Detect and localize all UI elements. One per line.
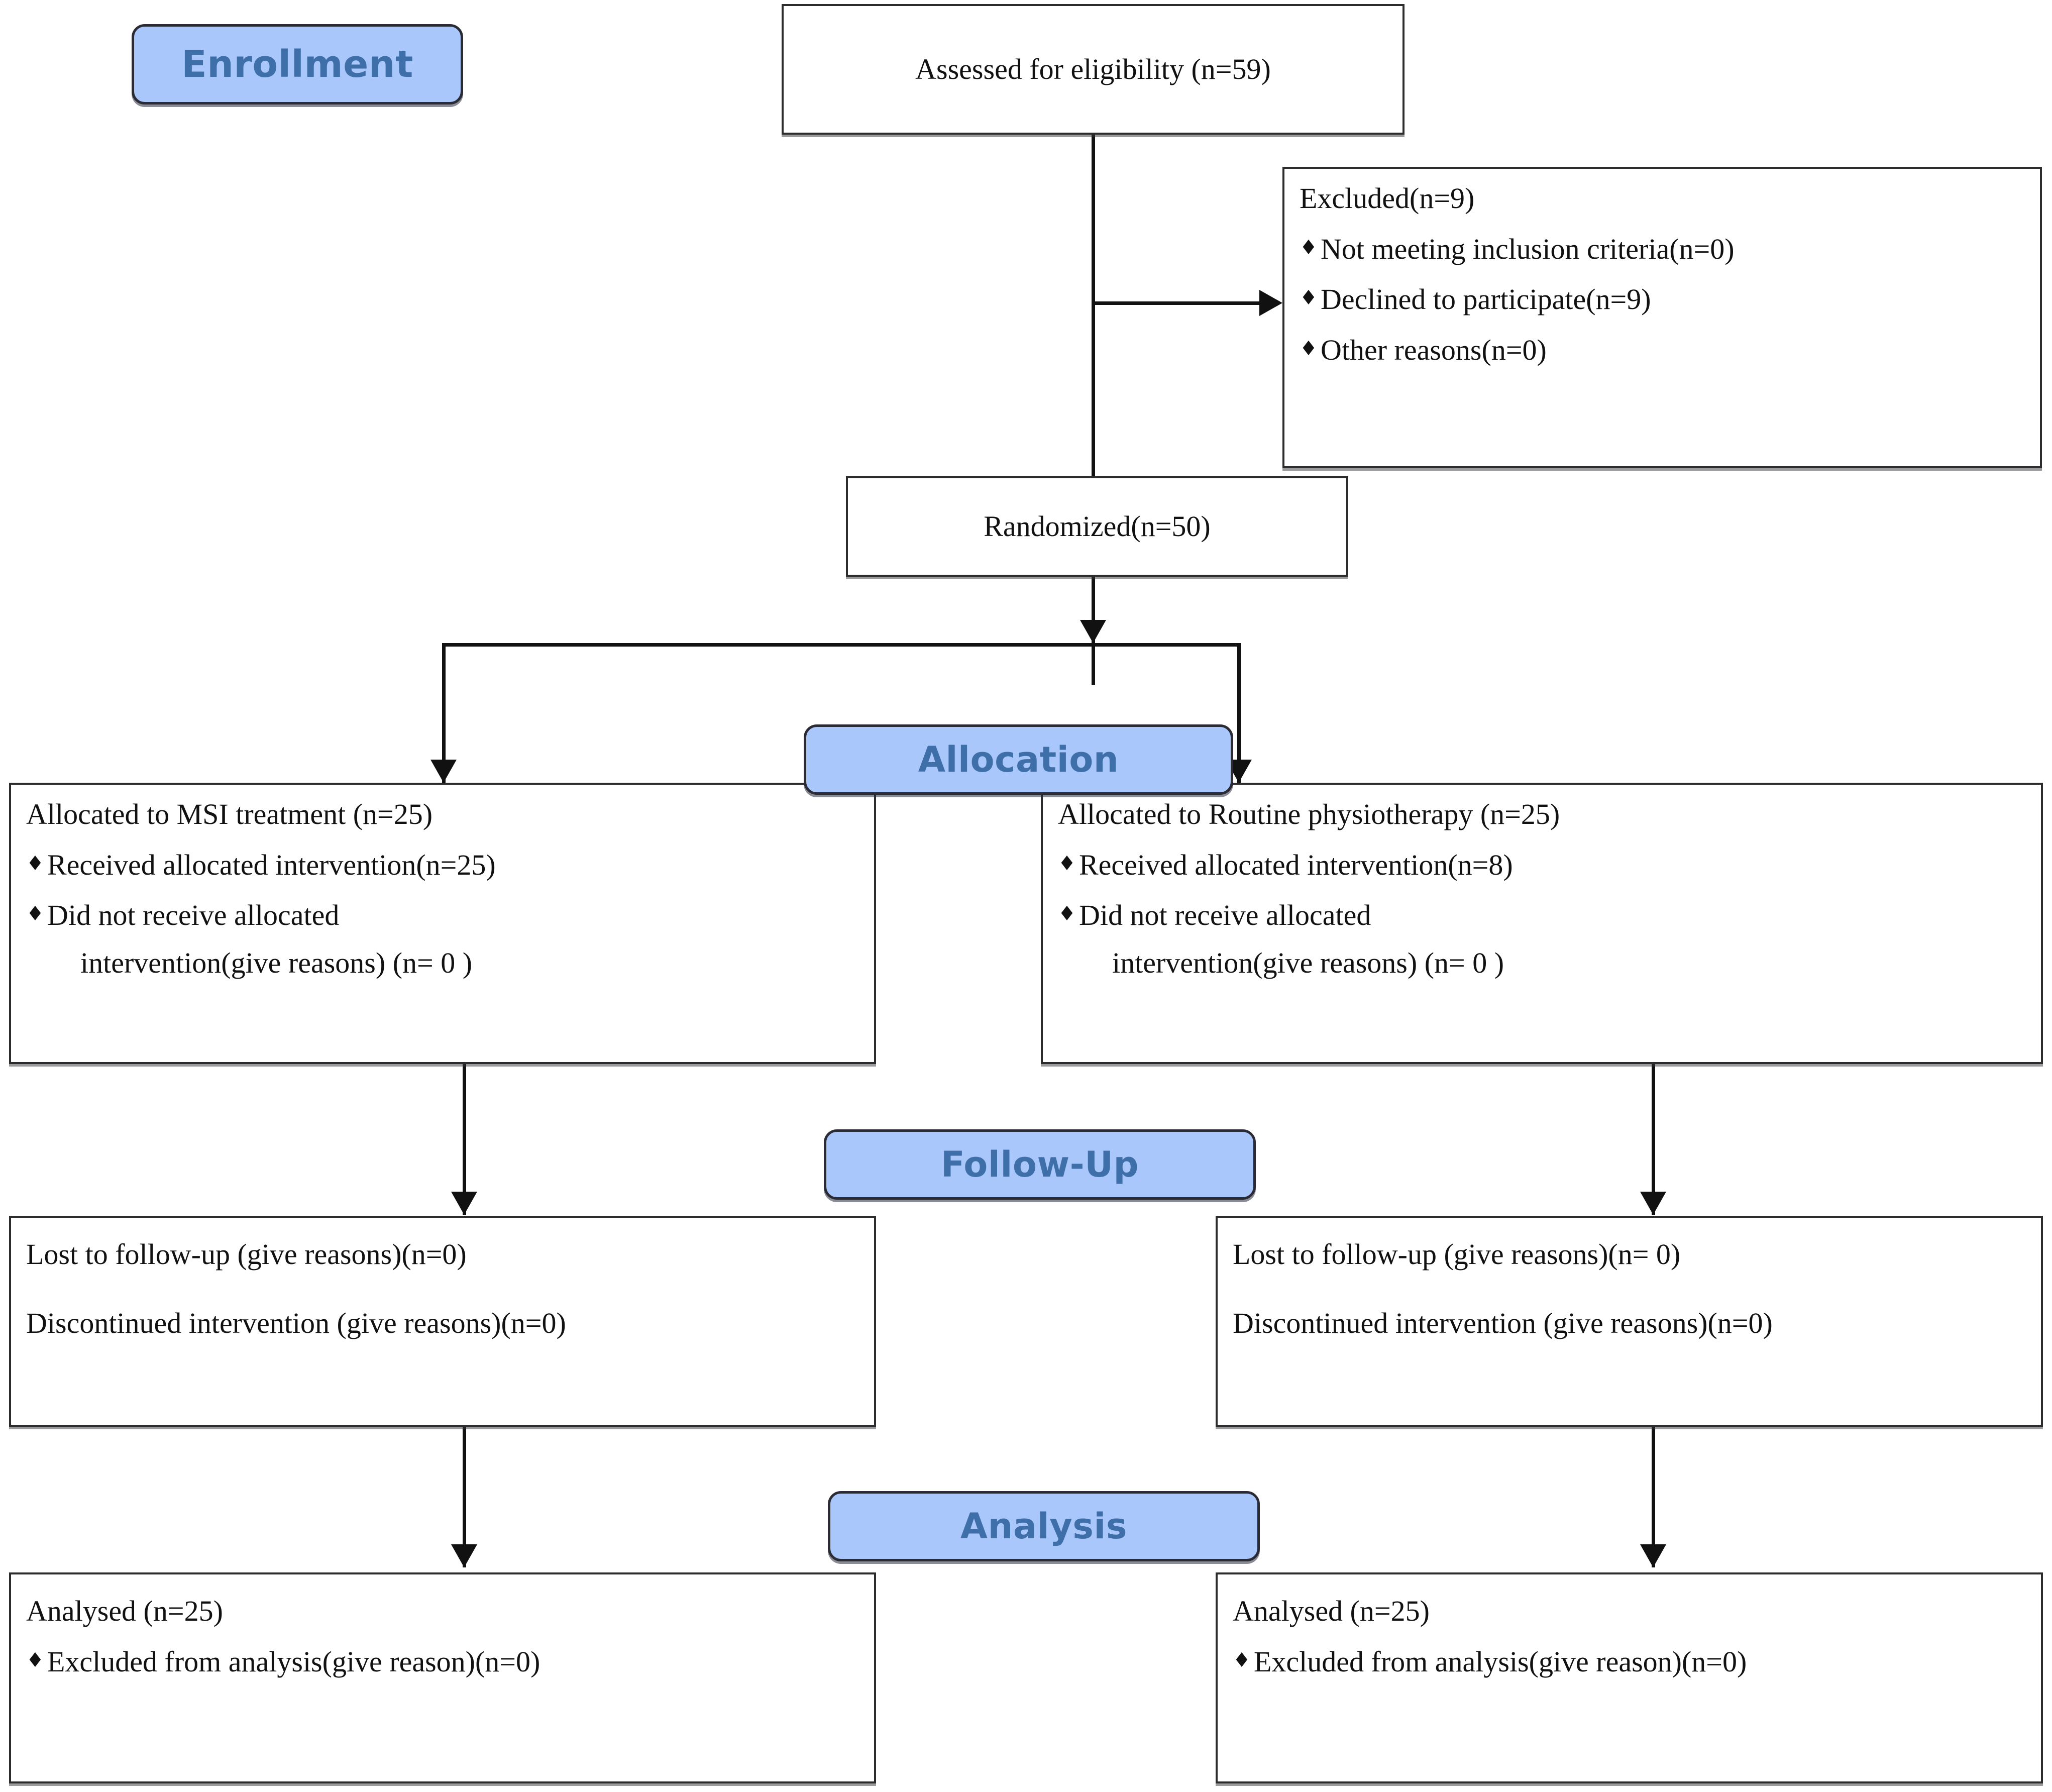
arrowhead-randomized-to-split <box>1080 620 1106 643</box>
connector-right-allocation-to-followup <box>1652 1064 1655 1215</box>
analysis-left-item-1: ♦ Excluded from analysis(give reason)(n=… <box>26 1645 859 1679</box>
box-analysis-right: Analysed (n=25) ♦ Excluded from analysis… <box>1216 1572 2043 1783</box>
analysis-right-item-1-text: Excluded from analysis(give reason)(n=0) <box>1254 1645 1747 1678</box>
followup-left-line-2: Discontinued intervention (give reasons)… <box>26 1306 566 1339</box>
box-allocation-left: Allocated to MSI treatment (n=25) ♦ Rece… <box>9 783 876 1064</box>
stage-label-allocation: Allocation <box>918 739 1119 780</box>
box-analysis-left: Analysed (n=25) ♦ Excluded from analysis… <box>9 1572 876 1783</box>
arrowhead-right-followup <box>1640 1192 1666 1215</box>
analysis-left-item-1-text: Excluded from analysis(give reason)(n=0) <box>47 1645 541 1678</box>
excluded-reason-1-text: Not meeting inclusion criteria(n=0) <box>1321 232 1735 265</box>
box-followup-right: Lost to follow-up (give reasons)(n= 0) D… <box>1216 1216 2043 1427</box>
box-followup-left: Lost to follow-up (give reasons)(n=0) Di… <box>9 1216 876 1427</box>
diamond-bullet-icon: ♦ <box>26 902 44 926</box>
box-randomized: Randomized(n=50) <box>846 476 1348 577</box>
followup-left-line-1: Lost to follow-up (give reasons)(n=0) <box>26 1238 467 1271</box>
allocation-right-item-1-text: Received allocated intervention(n=8) <box>1079 848 1513 881</box>
stage-badge-enrollment: Enrollment <box>132 24 463 104</box>
connector-eligibility-to-excluded <box>1092 301 1262 305</box>
allocation-left-item-1-text: Received allocated intervention(n=25) <box>47 848 496 881</box>
diamond-bullet-icon: ♦ <box>26 1648 44 1672</box>
excluded-reason-3: ♦ Other reasons(n=0) <box>1300 334 2025 367</box>
arrowhead-left-followup <box>451 1192 477 1215</box>
allocation-right-heading: Allocated to Routine physiotherapy (n=25… <box>1058 798 1560 830</box>
randomized-text: Randomized(n=50) <box>984 509 1211 543</box>
box-allocation-right: Allocated to Routine physiotherapy (n=25… <box>1041 783 2043 1064</box>
connector-split-to-right-allocation <box>1237 643 1241 784</box>
diamond-bullet-icon: ♦ <box>1058 852 1076 875</box>
allocation-right-item-2-text: Did not receive allocated <box>1079 899 1371 932</box>
split-bar-allocation <box>442 643 1241 647</box>
followup-right-line-2: Discontinued intervention (give reasons)… <box>1233 1306 1773 1339</box>
connector-eligibility-to-randomized <box>1092 135 1095 476</box>
connector-right-followup-to-analysis <box>1652 1427 1655 1567</box>
stage-badge-analysis: Analysis <box>828 1491 1260 1561</box>
diamond-bullet-icon: ♦ <box>1300 337 1318 361</box>
stage-badge-follow-up: Follow-Up <box>824 1129 1256 1200</box>
arrowhead-right-analysis <box>1640 1544 1666 1567</box>
excluded-heading: Excluded(n=9) <box>1300 182 1475 215</box>
excluded-reason-1: ♦ Not meeting inclusion criteria(n=0) <box>1300 233 2025 266</box>
analysis-right-heading: Analysed (n=25) <box>1233 1595 1430 1627</box>
followup-right-line-1: Lost to follow-up (give reasons)(n= 0) <box>1233 1238 1681 1271</box>
diamond-bullet-icon: ♦ <box>1058 902 1076 926</box>
connector-left-allocation-to-followup <box>463 1064 466 1215</box>
connector-left-followup-to-analysis <box>463 1427 466 1567</box>
connector-split-to-left-allocation <box>442 643 446 784</box>
allocation-right-item-2: ♦ Did not receive allocated intervention… <box>1058 899 2026 980</box>
stage-label-follow-up: Follow-Up <box>940 1144 1139 1185</box>
stage-badge-allocation: Allocation <box>804 724 1233 795</box>
allocation-right-item-1: ♦ Received allocated intervention(n=8) <box>1058 849 2026 882</box>
box-assessed-for-eligibility: Assessed for eligibility (n=59) <box>782 4 1405 135</box>
diamond-bullet-icon: ♦ <box>1233 1648 1251 1672</box>
allocation-left-item-2-continuation: intervention(give reasons) (n= 0 ) <box>80 946 473 980</box>
diamond-bullet-icon: ♦ <box>26 852 44 875</box>
arrowhead-left-allocation <box>430 760 457 783</box>
analysis-left-heading: Analysed (n=25) <box>26 1595 223 1627</box>
diamond-bullet-icon: ♦ <box>1300 286 1318 310</box>
stage-label-analysis: Analysis <box>960 1506 1128 1547</box>
allocation-left-heading: Allocated to MSI treatment (n=25) <box>26 798 433 830</box>
allocation-left-item-1: ♦ Received allocated intervention(n=25) <box>26 849 859 882</box>
excluded-reason-2: ♦ Declined to participate(n=9) <box>1300 283 2025 317</box>
allocation-left-item-2: ♦ Did not receive allocated intervention… <box>26 899 859 980</box>
allocation-left-item-2-text: Did not receive allocated <box>47 899 340 932</box>
assessed-text: Assessed for eligibility (n=59) <box>915 52 1271 85</box>
allocation-right-item-2-continuation: intervention(give reasons) (n= 0 ) <box>1112 946 1504 980</box>
diamond-bullet-icon: ♦ <box>1300 236 1318 259</box>
excluded-reason-3-text: Other reasons(n=0) <box>1321 334 1547 367</box>
analysis-right-item-1: ♦ Excluded from analysis(give reason)(n=… <box>1233 1645 2026 1679</box>
stage-label-enrollment: Enrollment <box>181 43 413 86</box>
arrowhead-to-excluded <box>1259 290 1282 316</box>
arrowhead-left-analysis <box>451 1544 477 1567</box>
box-excluded: Excluded(n=9) ♦ Not meeting inclusion cr… <box>1282 167 2042 468</box>
excluded-reason-2-text: Declined to participate(n=9) <box>1321 283 1651 316</box>
